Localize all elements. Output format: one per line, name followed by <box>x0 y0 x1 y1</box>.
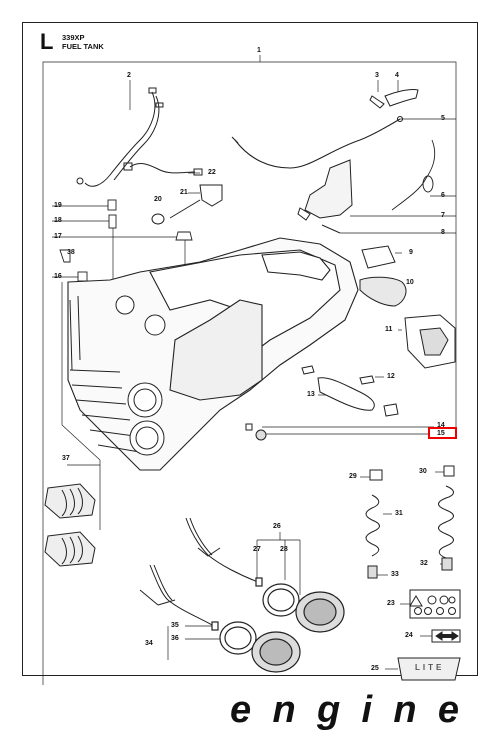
callout-18[interactable]: 18 <box>54 217 62 224</box>
callout-24[interactable]: 24 <box>405 632 413 639</box>
callout-26[interactable]: 26 <box>273 523 281 530</box>
callout-38[interactable]: 38 <box>67 249 75 256</box>
callout-3[interactable]: 3 <box>375 72 379 79</box>
callout-11[interactable]: 11 <box>385 326 393 333</box>
callout-17[interactable]: 17 <box>54 233 62 240</box>
callout-22[interactable]: 22 <box>208 169 216 176</box>
callout-33[interactable]: 33 <box>391 571 399 578</box>
callout-16[interactable]: 16 <box>54 273 62 280</box>
engine-brand-logo: engine <box>230 690 465 730</box>
callout-20[interactable]: 20 <box>154 196 162 203</box>
callout-1[interactable]: 1 <box>257 47 261 54</box>
callout-37[interactable]: 37 <box>62 455 70 462</box>
svg-text:engine: engine <box>230 690 465 730</box>
callout-36[interactable]: 36 <box>171 635 179 642</box>
callout-2[interactable]: 2 <box>127 72 131 79</box>
callout-10[interactable]: 10 <box>406 279 414 286</box>
callout-34[interactable]: 34 <box>145 640 153 647</box>
callout-25[interactable]: 25 <box>371 665 379 672</box>
callout-35[interactable]: 35 <box>171 622 179 629</box>
callout-28[interactable]: 28 <box>280 546 288 553</box>
callout-19[interactable]: 19 <box>54 202 62 209</box>
callout-5[interactable]: 5 <box>441 115 445 122</box>
callout-23[interactable]: 23 <box>387 600 395 607</box>
lite-decal-text: LITE <box>415 663 445 672</box>
diagram-title: FUEL TANK <box>62 42 104 51</box>
callout-8[interactable]: 8 <box>441 229 445 236</box>
callout-14[interactable]: 14 <box>437 422 445 429</box>
model-number: 339XP <box>62 33 85 42</box>
callout-9[interactable]: 9 <box>409 249 413 256</box>
callout-21[interactable]: 21 <box>180 189 188 196</box>
callout-7[interactable]: 7 <box>441 212 445 219</box>
diagram-frame <box>22 22 478 676</box>
callout-31[interactable]: 31 <box>395 510 403 517</box>
callout-30[interactable]: 30 <box>419 468 427 475</box>
callout-27[interactable]: 27 <box>253 546 261 553</box>
callout-12[interactable]: 12 <box>387 373 395 380</box>
callout-4[interactable]: 4 <box>395 72 399 79</box>
section-letter: L <box>40 29 54 54</box>
callout-32[interactable]: 32 <box>420 560 428 567</box>
callout-29[interactable]: 29 <box>349 473 357 480</box>
callout-15[interactable]: 15 <box>437 430 445 437</box>
callout-6[interactable]: 6 <box>441 192 445 199</box>
highlighted-callout-box <box>428 427 457 439</box>
callout-13[interactable]: 13 <box>307 391 315 398</box>
